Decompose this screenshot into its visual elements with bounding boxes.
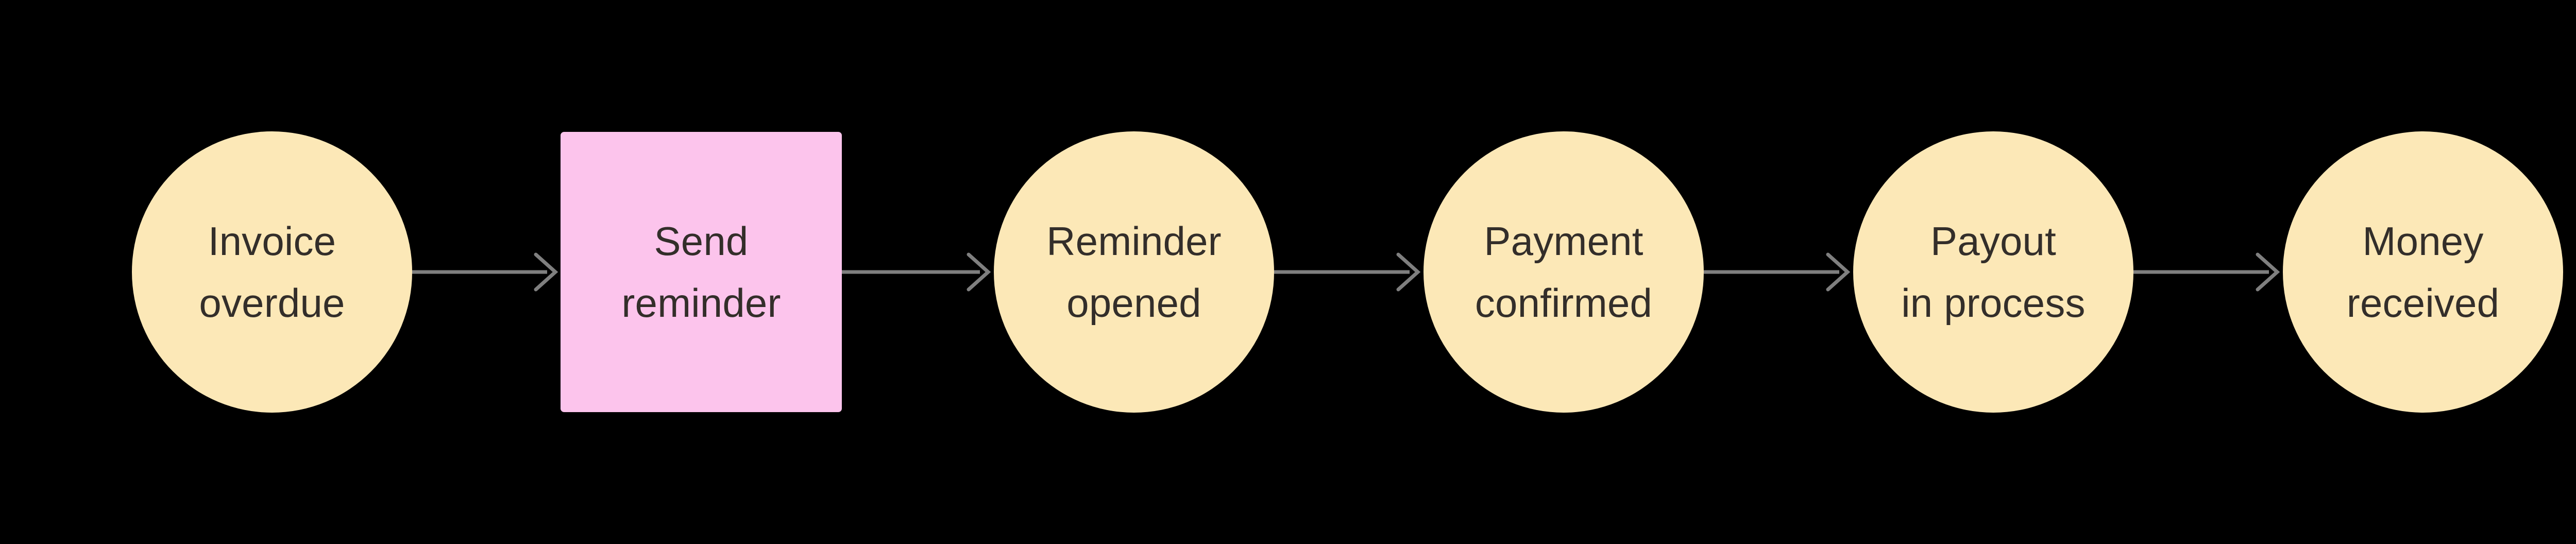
edge-arrow-1 [412, 131, 561, 413]
node-label: Money received [2346, 218, 2500, 326]
node-payment-confirmed[interactable]: Payment confirmed [1423, 131, 1704, 413]
node-payout-in-process[interactable]: Payout in process [1853, 131, 2133, 413]
node-label: Payment confirmed [1475, 218, 1653, 326]
arrow-right-icon [1704, 252, 1851, 292]
node-label: Send reminder [621, 218, 781, 326]
arrow-right-icon [1274, 252, 1421, 292]
arrow-right-icon [2133, 252, 2280, 292]
edge-arrow-3 [1274, 131, 1423, 413]
node-label: Payout in process [1901, 218, 2086, 326]
node-send-reminder[interactable]: Send reminder [561, 132, 842, 412]
arrow-right-icon [412, 252, 558, 292]
edge-arrow-4 [1704, 131, 1853, 413]
node-invoice-overdue[interactable]: Invoice overdue [132, 131, 412, 413]
node-label: Invoice overdue [199, 218, 345, 326]
edge-arrow-2 [842, 131, 994, 413]
node-reminder-opened[interactable]: Reminder opened [994, 131, 1274, 413]
node-money-received[interactable]: Money received [2283, 131, 2563, 413]
arrow-right-icon [842, 252, 991, 292]
edge-arrow-5 [2133, 131, 2283, 413]
node-label: Reminder opened [1046, 218, 1222, 326]
